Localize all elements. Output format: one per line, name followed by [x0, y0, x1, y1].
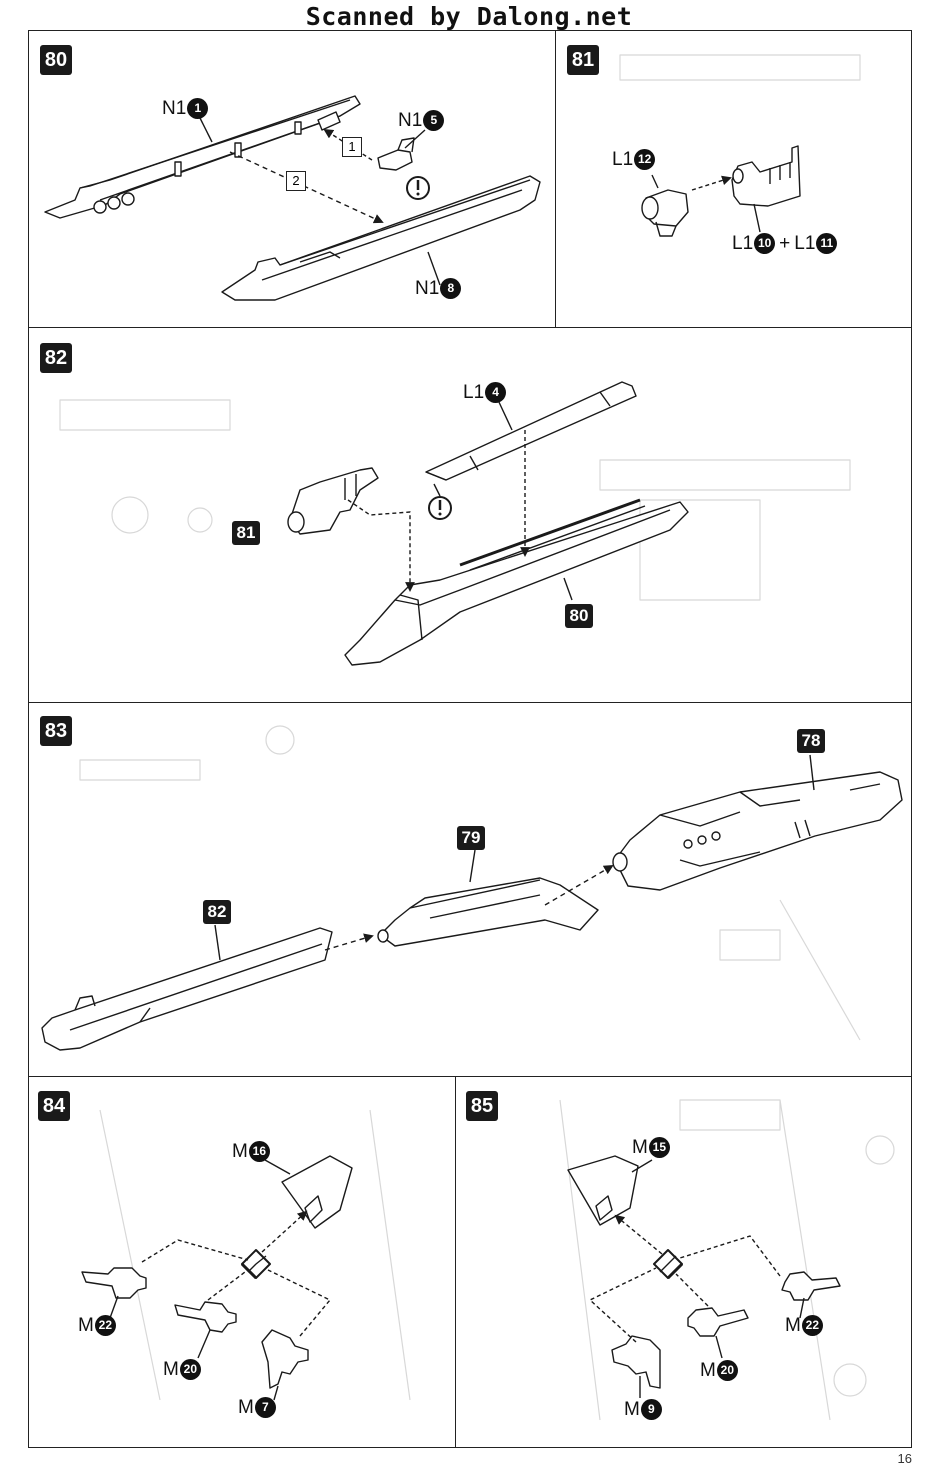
part-letter: M	[163, 1359, 179, 1380]
part-number-circle: 16	[248, 1141, 270, 1163]
part-letter: M	[78, 1315, 94, 1336]
part-number-circle: 22	[94, 1315, 116, 1337]
part-letter: N1	[398, 110, 423, 131]
part-letter: L1	[794, 233, 816, 254]
part-number-circle: 22	[801, 1315, 823, 1337]
divider-row3	[28, 1076, 912, 1077]
step-80-badge: 80	[40, 45, 72, 75]
part-number-circle: 10	[754, 233, 776, 255]
step83-ref-79: 79	[457, 826, 485, 850]
part-letter: L1	[732, 233, 754, 254]
part-letter: N1	[162, 98, 187, 119]
part-number-circle: 20	[716, 1360, 738, 1382]
part-number-circle: 4	[485, 382, 507, 404]
step83-ref-78: 78	[797, 729, 825, 753]
part-letter: N1	[415, 278, 440, 299]
page-number: 16	[897, 1451, 912, 1466]
step82-drawing	[287, 381, 689, 666]
part-letter: L1	[612, 149, 634, 170]
bleed-through-lines	[59, 54, 895, 1421]
step80-order-1: 1	[342, 137, 362, 157]
divider-row1	[28, 327, 912, 328]
part-letter: L1	[463, 382, 485, 403]
step-85-badge: 85	[466, 1091, 498, 1121]
part-letter: M	[624, 1399, 640, 1420]
part-number-circle: 9	[640, 1399, 662, 1421]
step85-drawing	[567, 1155, 841, 1398]
divider-col-bottom	[455, 1076, 456, 1448]
part-letter: M	[232, 1141, 248, 1162]
instruction-page-frame	[28, 30, 912, 1448]
scanner-watermark: Scanned by Dalong.net	[305, 2, 633, 31]
step-83-badge: 83	[40, 716, 72, 746]
step-82-badge: 82	[40, 343, 72, 373]
step-81-badge: 81	[567, 45, 599, 75]
step82-ref-80: 80	[565, 604, 593, 628]
step-84-badge: 84	[38, 1091, 70, 1121]
part-number-circle: 5	[423, 110, 445, 132]
part-letter: M	[632, 1137, 648, 1158]
part-letter: M	[238, 1397, 254, 1418]
part-number-circle: 15	[648, 1137, 670, 1159]
step80-order-2: 2	[286, 171, 306, 191]
part-number-circle: 7	[254, 1397, 276, 1419]
part-number-circle: 11	[816, 233, 838, 255]
part-letter: M	[785, 1315, 801, 1336]
part-number-circle: 12	[634, 149, 656, 171]
part-number-circle: 8	[440, 278, 462, 300]
part-number-circle: 20	[179, 1359, 201, 1381]
step80-drawing	[44, 95, 541, 301]
part-number-circle: 1	[187, 98, 209, 120]
divider-col-top	[555, 30, 556, 327]
step82-ref-81: 81	[232, 521, 260, 545]
plus-sign: +	[779, 233, 791, 254]
part-letter: M	[700, 1360, 716, 1381]
divider-row2	[28, 702, 912, 703]
step83-ref-82: 82	[203, 900, 231, 924]
step83-drawing	[41, 754, 903, 1051]
step84-drawing	[81, 1155, 353, 1401]
step81-drawing	[641, 145, 801, 237]
